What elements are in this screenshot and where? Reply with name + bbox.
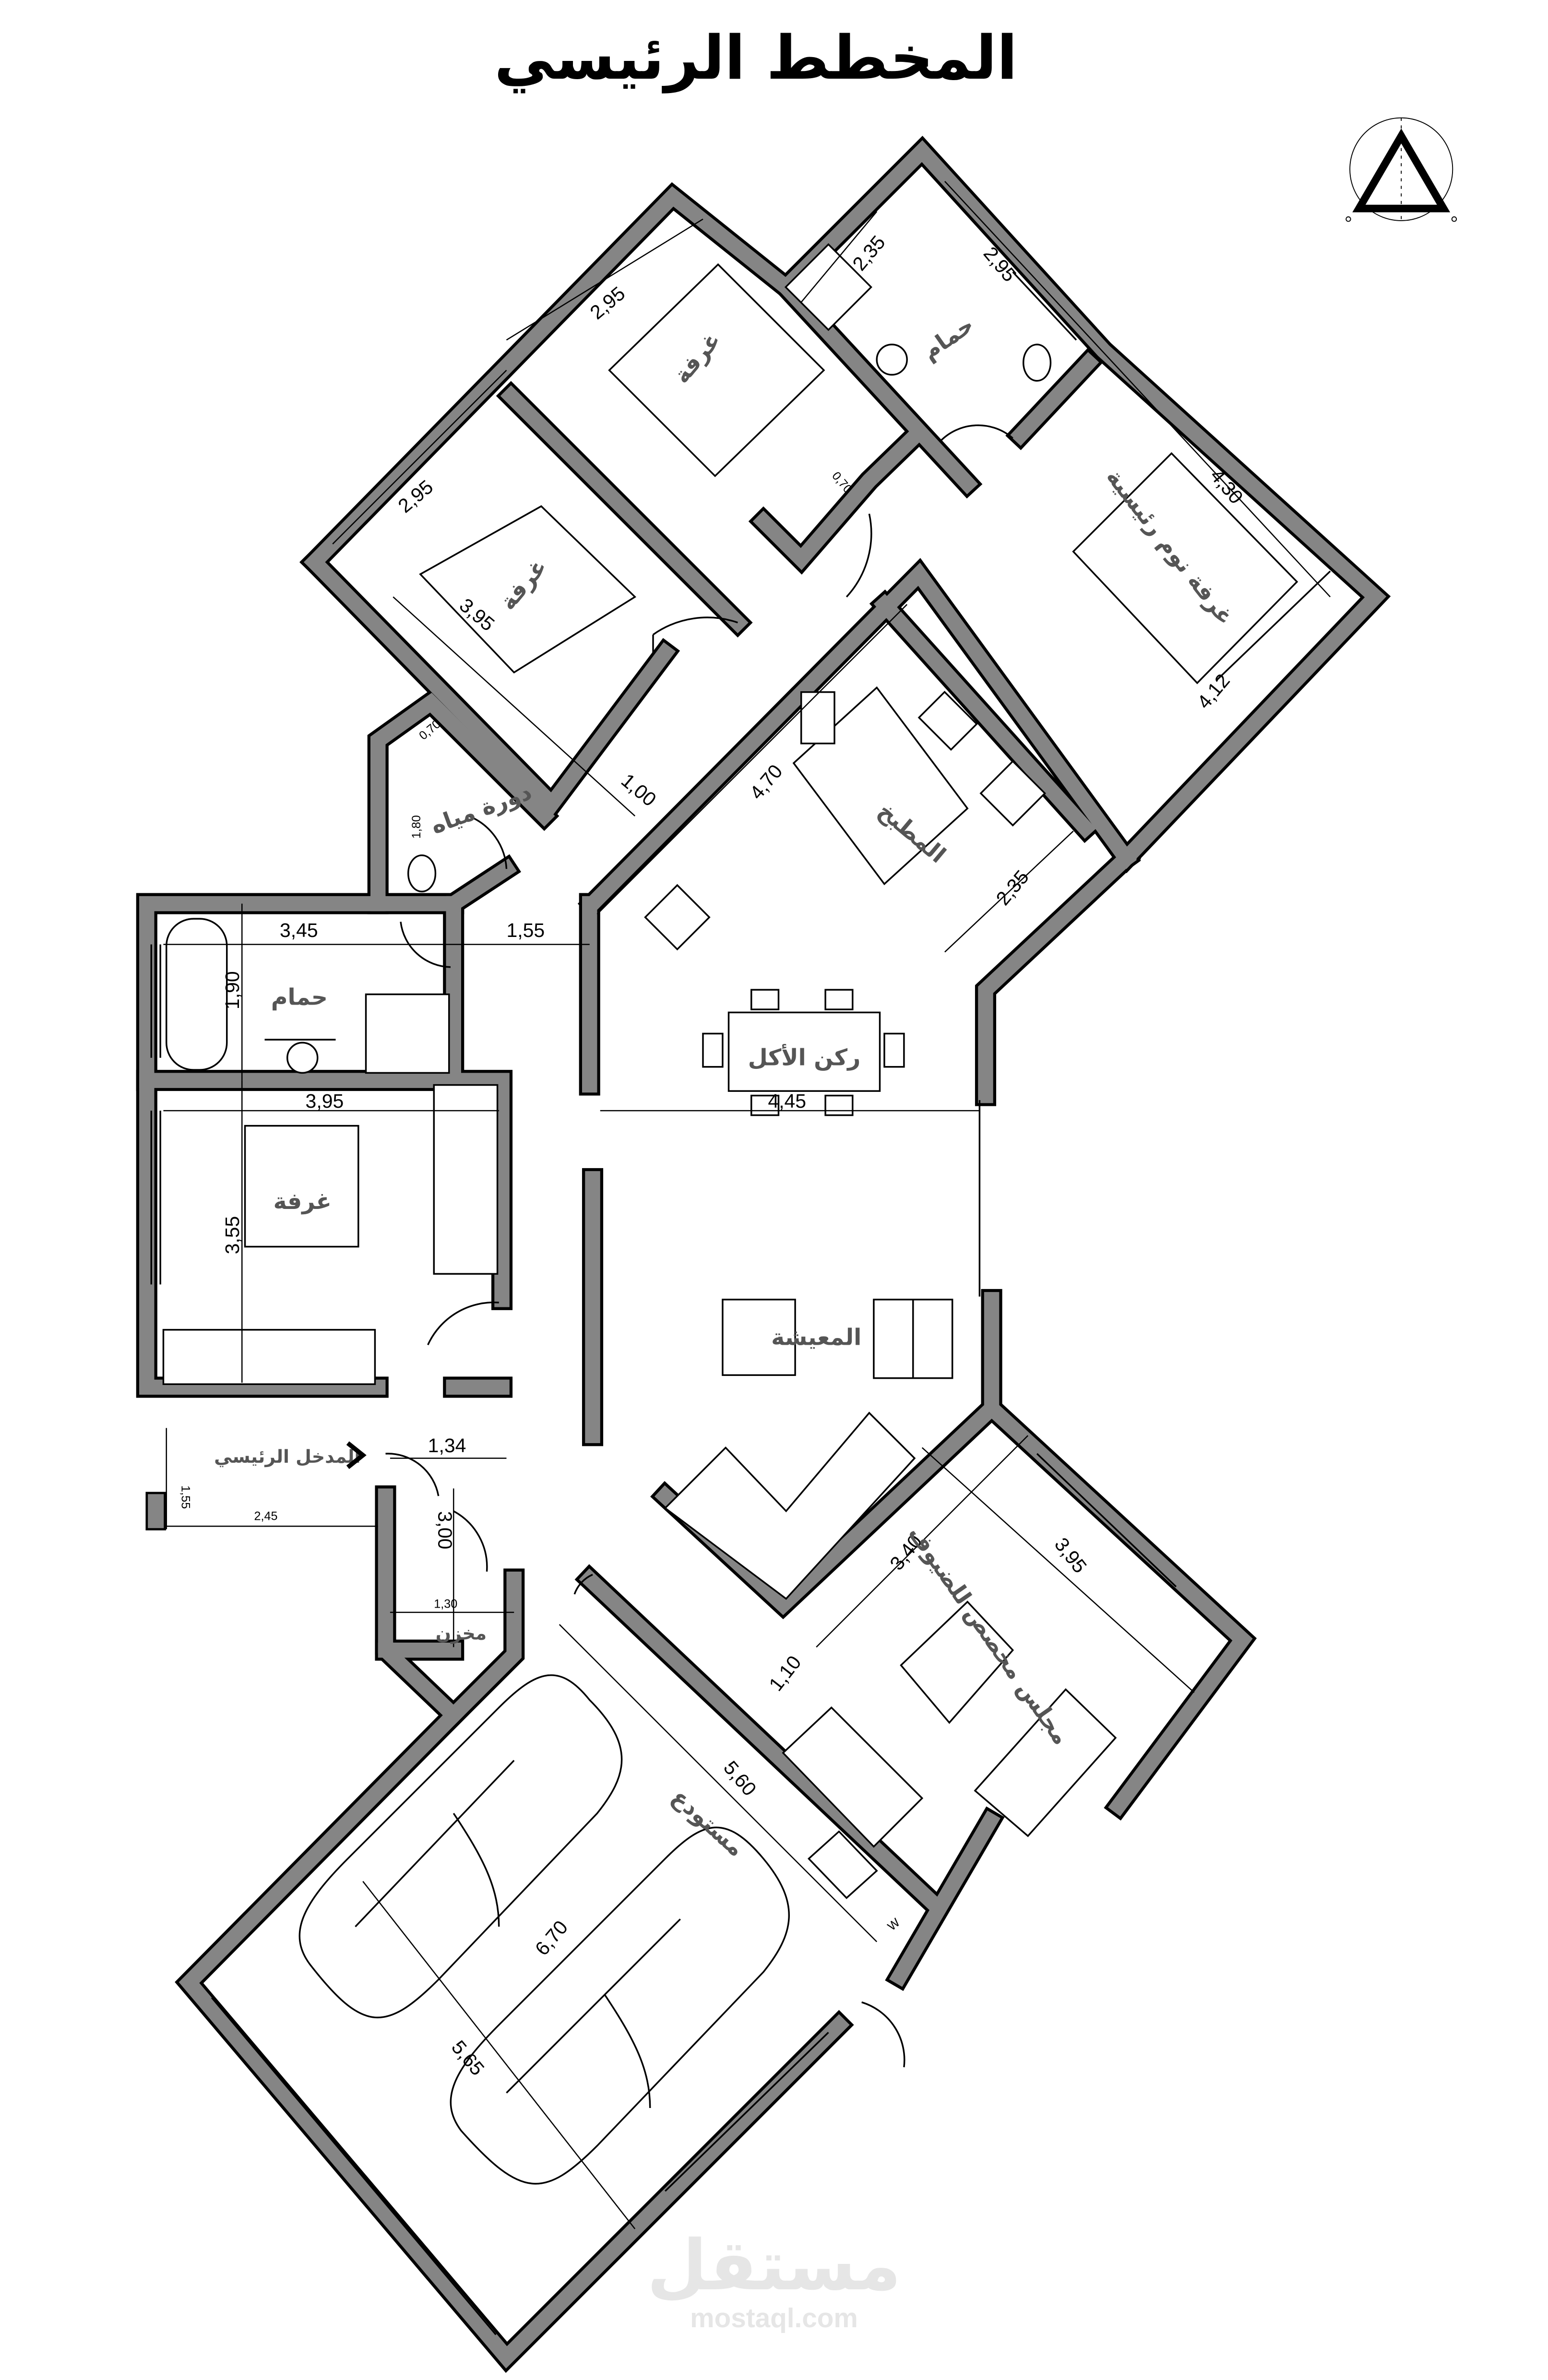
wall: [978, 847, 1137, 1103]
dim-label: 3,95: [306, 1090, 344, 1112]
dim-label: 3,00: [434, 1511, 456, 1550]
toilet-icon: [407, 854, 437, 893]
wall: [443, 858, 517, 914]
walls: [136, 136, 1391, 2373]
room-label-entrance: المدخل الرئيسي: [214, 1446, 360, 1467]
room-label-living: المعيشة: [771, 1324, 861, 1350]
bed-icon: [419, 505, 637, 674]
dim-label: 3,45: [280, 919, 318, 941]
wall: [775, 276, 978, 495]
door-swings: [385, 424, 1013, 2068]
wall: [1010, 352, 1099, 446]
armchair-icon: [722, 1299, 796, 1376]
room-label-storage: مخزن: [436, 1623, 487, 1644]
dimension-lines: [163, 181, 1331, 2229]
wall: [442, 1571, 522, 1726]
wall: [446, 1073, 510, 1307]
bed-icon: [608, 263, 825, 477]
furniture: [162, 243, 1298, 2185]
sofa-icon: [974, 1688, 1117, 1837]
dim-label: 1,55: [506, 919, 545, 941]
room-label-dining: ركن الأكل: [748, 1044, 861, 1071]
bathtub-icon: [166, 918, 228, 1071]
dim-label: 1,34: [428, 1434, 466, 1456]
sofa-icon: [782, 1706, 924, 1848]
wall: [139, 896, 461, 1395]
sink-icon: [876, 343, 908, 376]
room-label-bath-west: حمام: [271, 984, 328, 1011]
main-entrance[interactable]: المدخل الرئيسي: [214, 1441, 367, 1469]
dim-label: 1,80: [410, 815, 423, 839]
plan-title: المخطط الرئيسي: [494, 23, 1018, 94]
sink-icon: [286, 1042, 319, 1074]
wall: [304, 551, 676, 816]
dim-label: 2,45: [254, 1510, 277, 1523]
entrance-arrow-icon: [346, 1441, 367, 1469]
washer-icon: [807, 1830, 878, 1899]
windows: [150, 271, 1331, 2335]
wall: [579, 1568, 948, 1918]
wall: [370, 693, 555, 912]
wall: [752, 421, 930, 570]
stove-icon: [979, 760, 1046, 827]
bed-icon: [244, 1125, 359, 1248]
svg-text:مستقل: مستقل: [647, 2226, 901, 2306]
car-icon: [298, 1674, 623, 2019]
wall: [889, 1811, 1000, 1987]
watermark-logo: مستقل mostaql.com: [647, 2226, 901, 2333]
dim-label: 4,45: [768, 1090, 806, 1112]
dim-label: 3,55: [221, 1216, 243, 1255]
dining-table-icon: [727, 1011, 881, 1092]
car-icon: [450, 1826, 790, 2185]
bed-icon: [1072, 452, 1298, 685]
wall: [179, 1488, 850, 2368]
shower-icon: [365, 993, 450, 1074]
wall: [981, 1397, 1253, 1817]
dim-label: 1,90: [221, 971, 243, 1009]
stove-icon: [800, 691, 835, 745]
coffee-table-icon: [900, 1600, 1014, 1724]
wall: [582, 562, 1137, 914]
triangle-compass-logo: [1346, 117, 1457, 222]
sofa-icon: [664, 1411, 916, 1600]
svg-text:mostaql.com: mostaql.com: [690, 2303, 858, 2333]
dim-label: 1,55: [179, 1485, 192, 1509]
dim-label: 1,30: [434, 1597, 457, 1610]
kitchen-sink-icon: [917, 690, 978, 751]
wall: [304, 140, 1387, 869]
wall: [873, 593, 1096, 839]
wall: [500, 385, 749, 634]
toilet-icon: [1022, 343, 1052, 382]
room-label-room-west: غرفة: [274, 1188, 332, 1215]
